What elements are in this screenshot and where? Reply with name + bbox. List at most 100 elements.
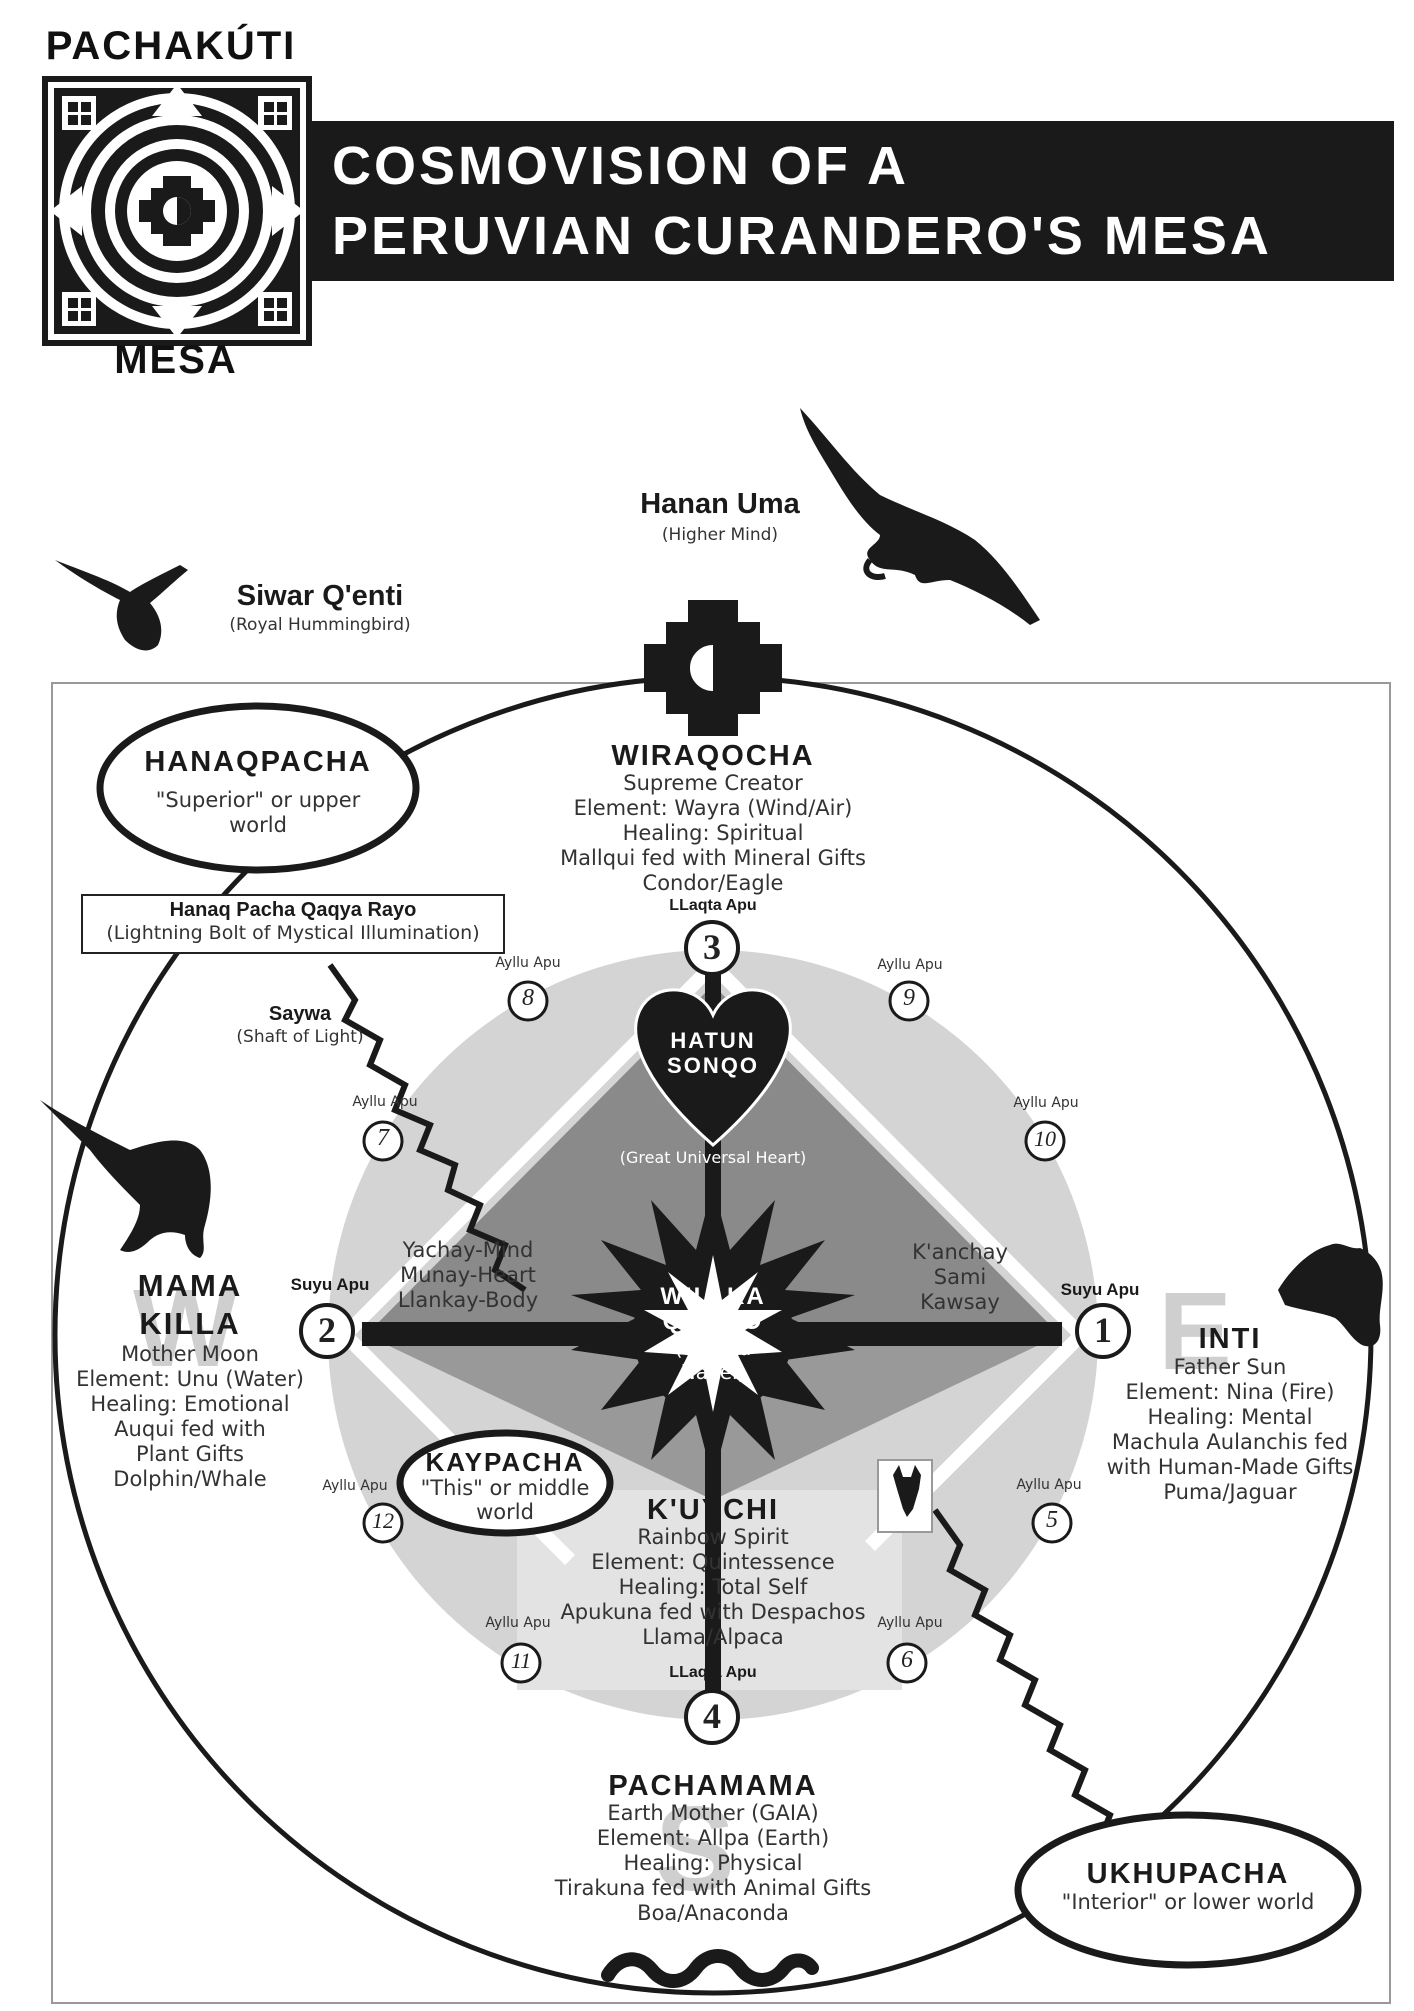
number-6: 6 bbox=[901, 1647, 913, 1673]
north-details: Supreme Creator Element: Wayra (Wind/Air… bbox=[513, 771, 913, 896]
center-right-line: Kawsay bbox=[920, 1290, 1000, 1314]
mesa-label: MESA bbox=[114, 338, 238, 382]
hanan-uma-label: Hanan Uma bbox=[640, 488, 800, 520]
west-line: Dolphin/Whale bbox=[113, 1467, 267, 1491]
ayllu-label-8: Ayllu Apu bbox=[495, 955, 561, 971]
north-line: Healing: Spiritual bbox=[622, 821, 804, 845]
circle-11 bbox=[500, 1642, 542, 1684]
puma-icon bbox=[1278, 1243, 1383, 1347]
center-right-line: K'anchay bbox=[912, 1240, 1008, 1264]
circle-8 bbox=[507, 980, 549, 1022]
east-details: Father Sun Element: Nina (Fire) Healing:… bbox=[1100, 1355, 1360, 1505]
ayllu-label-12: Ayllu Apu bbox=[322, 1478, 388, 1494]
center-left-line: Munay-Heart bbox=[400, 1263, 536, 1287]
east-line: with Human-Made Gifts bbox=[1106, 1455, 1354, 1479]
number-4: 4 bbox=[703, 1696, 721, 1736]
heart-line2: SONQO bbox=[667, 1053, 759, 1078]
kaypacha-title: KAYPACHA bbox=[425, 1447, 585, 1477]
ayllu-label-7: Ayllu Apu bbox=[352, 1094, 418, 1110]
ayllu-label-10: Ayllu Apu bbox=[1013, 1095, 1079, 1111]
south-line: Earth Mother (GAIA) bbox=[607, 1801, 819, 1825]
center-left-line: Llankay-Body bbox=[397, 1288, 539, 1312]
north-line: Supreme Creator bbox=[623, 771, 803, 795]
hanaqpacha-title: HANAQPACHA bbox=[144, 746, 372, 778]
west-title-2: KILLA bbox=[139, 1306, 241, 1341]
kuychi-line: Element: Quintessence bbox=[591, 1550, 835, 1574]
south-apu: LLaqta Apu bbox=[669, 1664, 757, 1681]
number-5: 5 bbox=[1046, 1507, 1058, 1533]
saywa-lightning bbox=[327, 963, 527, 1293]
kuychi-title: K'UYCHI bbox=[646, 1494, 780, 1526]
anaconda-icon bbox=[601, 1949, 819, 1988]
west-apu: Suyu Apu bbox=[290, 1275, 370, 1294]
sun-line1: WILLKA bbox=[660, 1283, 766, 1310]
title-line-1: COSMOVISION OF A bbox=[332, 136, 910, 196]
south-title: PACHAMAMA bbox=[608, 1770, 818, 1802]
circle-6 bbox=[886, 1642, 928, 1684]
circle-9 bbox=[888, 980, 930, 1022]
east-line: Element: Nina (Fire) bbox=[1125, 1380, 1335, 1404]
heart-sub: (Great Universal Heart) bbox=[619, 1148, 807, 1167]
circle-4 bbox=[684, 1689, 740, 1745]
hanaqpacha-ellipse bbox=[96, 702, 420, 874]
east-line: Father Sun bbox=[1173, 1355, 1287, 1379]
ukhupacha-line1: "Interior" or lower world bbox=[1061, 1890, 1315, 1914]
east-line: Healing: Mental bbox=[1147, 1405, 1313, 1429]
ayllu-label-6: Ayllu Apu bbox=[877, 1615, 943, 1631]
rayo-line2: (Lightning Bolt of Mystical Illumination… bbox=[106, 922, 480, 944]
west-line: Healing: Emotional bbox=[90, 1392, 290, 1416]
west-line: Plant Gifts bbox=[136, 1442, 244, 1466]
kaypacha-line2: world bbox=[476, 1500, 534, 1524]
circle-2 bbox=[299, 1303, 355, 1359]
ayllu-label-11: Ayllu Apu bbox=[485, 1615, 551, 1631]
siwar-sub: (Royal Hummingbird) bbox=[229, 615, 411, 635]
ayllu-label-5: Ayllu Apu bbox=[1016, 1477, 1082, 1493]
kuychi-line: Apukuna fed with Despachos bbox=[560, 1600, 866, 1624]
ukhupacha-title: UKHUPACHA bbox=[1086, 1858, 1290, 1890]
north-line: Condor/Eagle bbox=[642, 871, 784, 895]
sun-icon bbox=[571, 1185, 855, 1480]
saywa-title: Saywa bbox=[268, 1003, 332, 1025]
east-apu: Suyu Apu bbox=[1060, 1280, 1140, 1299]
number-3: 3 bbox=[703, 927, 721, 967]
number-11: 11 bbox=[510, 1648, 532, 1673]
compass-e: E bbox=[1158, 1270, 1232, 1393]
number-9: 9 bbox=[903, 985, 915, 1011]
south-details: Earth Mother (GAIA) Element: Allpa (Eart… bbox=[513, 1801, 913, 1926]
heart-line1: HATUN bbox=[670, 1028, 756, 1053]
compass-w: W bbox=[133, 1267, 237, 1390]
number-2: 2 bbox=[318, 1310, 336, 1350]
south-line: Healing: Physical bbox=[623, 1851, 803, 1875]
west-line: Mother Moon bbox=[121, 1342, 259, 1366]
west-details: Mother Moon Element: Unu (Water) Healing… bbox=[50, 1342, 330, 1492]
hanaqpacha-line2: world bbox=[229, 813, 287, 837]
ayllu-label-9: Ayllu Apu bbox=[877, 957, 943, 973]
number-12: 12 bbox=[372, 1508, 394, 1533]
siwar-label: Siwar Q'enti bbox=[236, 580, 404, 612]
east-line: Puma/Jaguar bbox=[1163, 1480, 1297, 1504]
kaypacha-line1: "This" or middle bbox=[420, 1476, 590, 1500]
dolphin-icon bbox=[40, 1100, 211, 1258]
kuychi-line: Llama/Alpaca bbox=[642, 1625, 784, 1649]
hanaqpacha-line1: "Superior" or upper bbox=[155, 788, 361, 812]
sun-line3: (Sacred bbox=[674, 1336, 752, 1360]
center-right-text: K'anchay Sami Kawsay bbox=[880, 1240, 1040, 1315]
hummingbird-icon bbox=[55, 560, 188, 651]
ukhupacha-ellipse bbox=[1014, 1811, 1362, 1969]
circle-1 bbox=[1075, 1303, 1131, 1359]
hanan-uma-sub: (Higher Mind) bbox=[661, 525, 779, 545]
circle-10 bbox=[1024, 1120, 1066, 1162]
circle-3 bbox=[684, 920, 740, 976]
saywa-sub: (Shaft of Light) bbox=[236, 1027, 364, 1047]
west-title-1: MAMA bbox=[137, 1268, 243, 1303]
north-apu: LLaqta Apu bbox=[669, 897, 757, 914]
condor-icon bbox=[800, 408, 1040, 625]
kuychi-line: Healing: Total Self bbox=[618, 1575, 808, 1599]
rayo-box: Hanaq Pacha Qaqya Rayo (Lightning Bolt o… bbox=[81, 894, 505, 954]
west-line: Element: Unu (Water) bbox=[76, 1367, 304, 1391]
west-line: Auqui fed with bbox=[114, 1417, 266, 1441]
compass-s: S bbox=[654, 1782, 736, 1916]
center-left-line: Yachay-Mind bbox=[402, 1238, 534, 1262]
number-8: 8 bbox=[522, 985, 534, 1011]
south-line: Tirakuna fed with Animal Gifts bbox=[554, 1876, 872, 1900]
